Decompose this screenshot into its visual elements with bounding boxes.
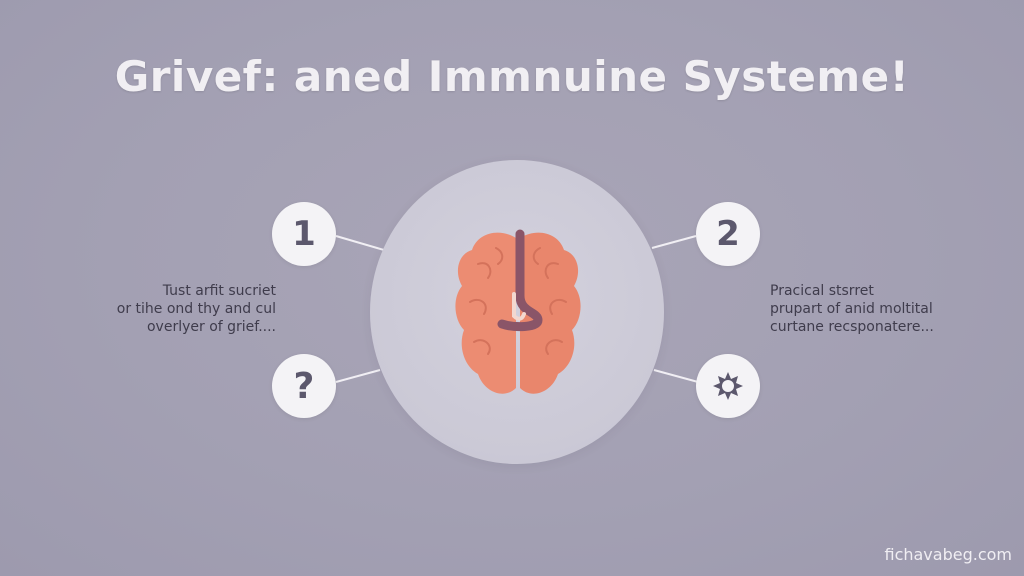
question-label: ? — [293, 365, 315, 407]
step-2-label: 2 — [716, 214, 740, 254]
left-description-line: Tust arfit sucriet — [162, 283, 276, 299]
connector-line-2 — [651, 235, 697, 249]
connector-line-question — [335, 369, 381, 383]
virus-node — [696, 354, 760, 418]
step-2-node: 2 — [696, 202, 760, 266]
step-1-label: 1 — [292, 214, 316, 254]
right-description: Pracical stsrret prupart of anid moltita… — [770, 282, 990, 336]
watermark: fichavabeg.com — [884, 545, 1012, 564]
center-circle — [370, 160, 664, 464]
brain-icon — [455, 229, 581, 394]
right-description-line: curtane recsponatere... — [770, 319, 934, 335]
left-description-line: or tihe ond thy and cul — [116, 301, 276, 317]
page-title: Grivef: aned Immnuine Systeme! — [114, 52, 910, 101]
step-1-node: 1 — [272, 202, 336, 266]
question-node: ? — [272, 354, 336, 418]
virus-icon — [713, 372, 743, 400]
left-description-line: overlyer of grief.... — [146, 319, 276, 335]
right-description-line: prupart of anid moltital — [770, 301, 933, 317]
left-description: Tust arfit sucriet or tihe ond thy and c… — [80, 282, 276, 336]
connector-line-virus — [653, 369, 699, 383]
right-description-line: Pracical stsrret — [770, 283, 874, 299]
connector-line-1 — [335, 235, 385, 251]
